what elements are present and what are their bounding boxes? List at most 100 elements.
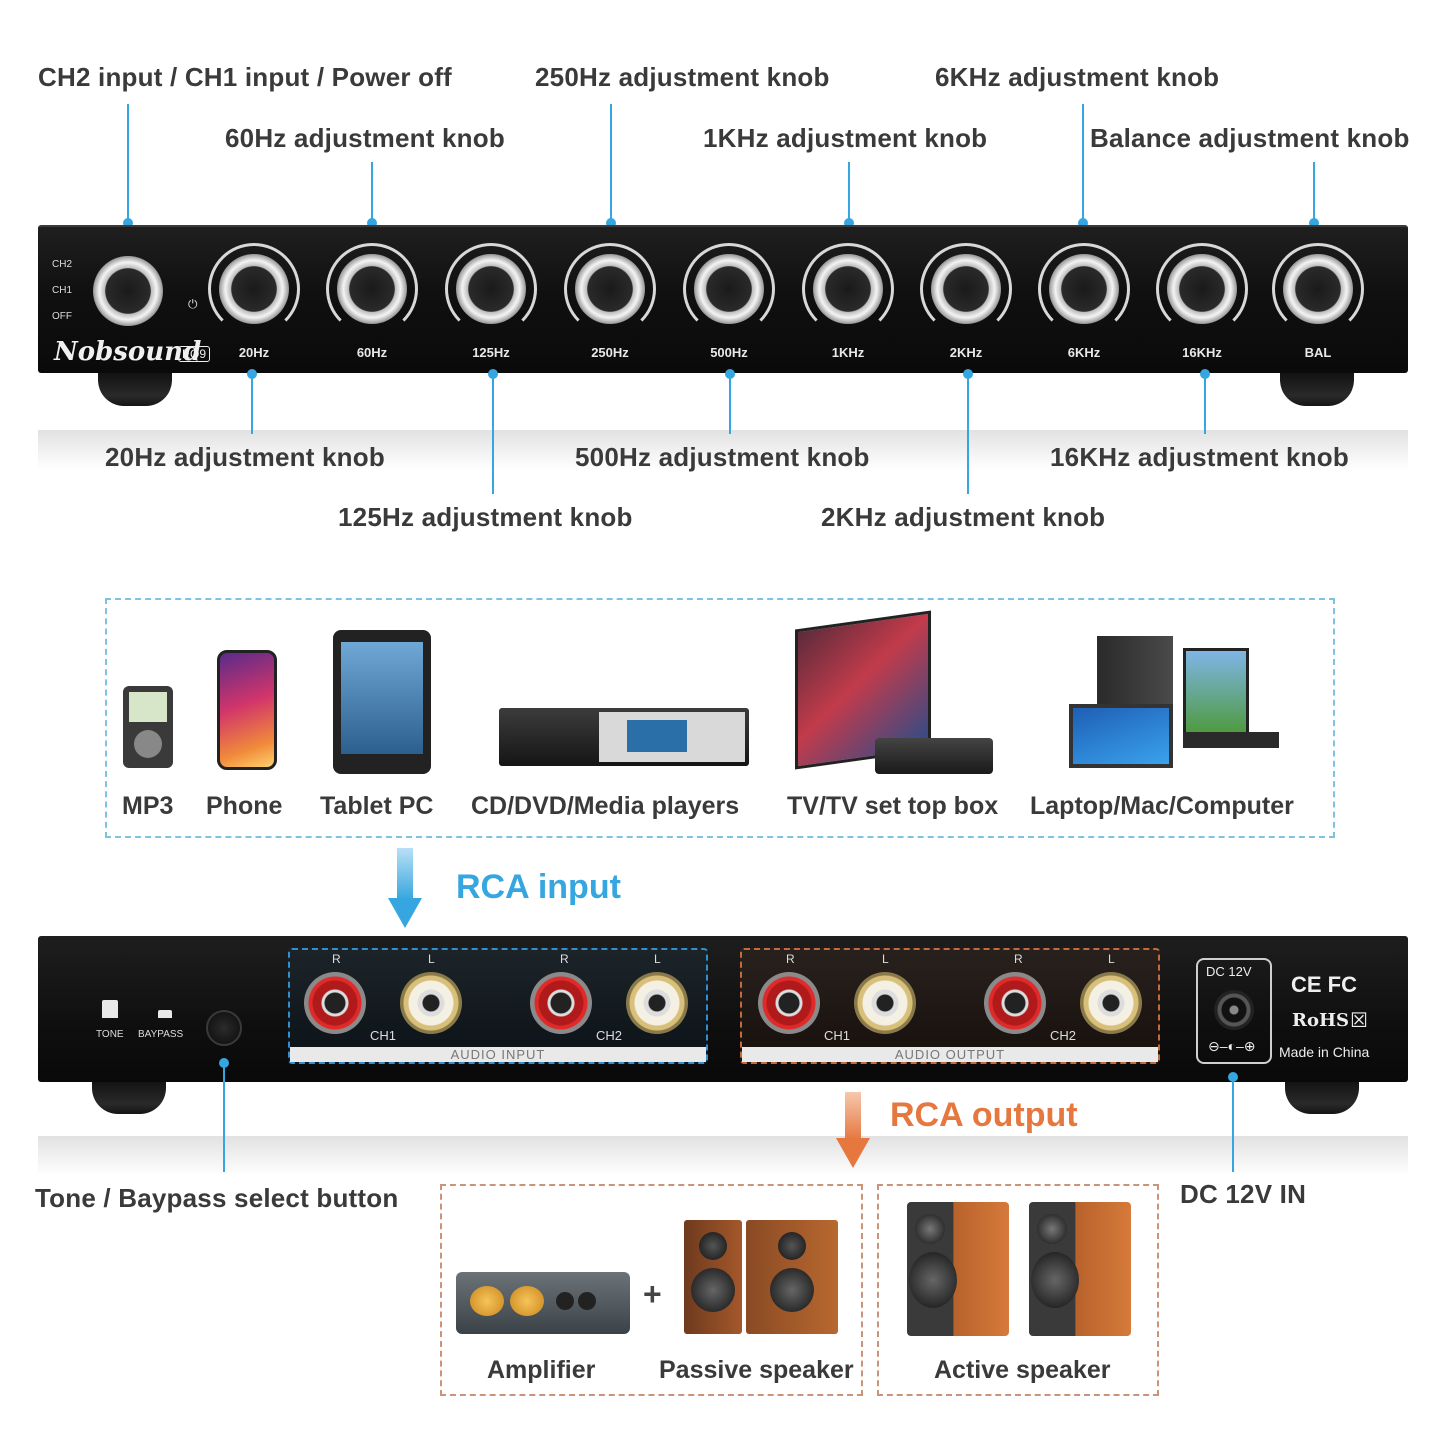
mp3-player-image	[123, 686, 173, 768]
source-label-computer: Laptop/Mac/Computer	[1030, 792, 1294, 820]
knob-label-500hz: 500Hz	[710, 345, 748, 360]
leader-dot	[367, 218, 377, 228]
leader-line	[223, 1064, 225, 1172]
audio-input-group: R L R L CH1 CH2 AUDIO INPUT	[288, 948, 708, 1064]
callout-500hz: 500Hz adjustment knob	[575, 442, 870, 472]
knob-label-1khz: 1KHz	[831, 345, 865, 360]
front-foot-right	[1280, 372, 1354, 406]
knob-scale	[1038, 243, 1130, 335]
audio-input-title: AUDIO INPUT	[290, 1047, 706, 1062]
callout-2khz: 2KHz adjustment knob	[821, 502, 1106, 532]
audio-output-title: AUDIO OUTPUT	[742, 1047, 1158, 1062]
rca-input-ch2-r[interactable]	[530, 972, 592, 1034]
leader-line	[371, 162, 373, 222]
label-r: R	[786, 952, 795, 966]
source-label-media-players: CD/DVD/Media players	[471, 792, 740, 820]
knob-1khz[interactable]	[802, 243, 894, 335]
callout-125hz: 125Hz adjustment knob	[338, 502, 633, 532]
passive-speaker-label: Passive speaker	[659, 1356, 854, 1384]
leader-dot	[219, 1058, 229, 1068]
baypass-label: BAYPASS	[138, 1029, 184, 1040]
source-label-tablet: Tablet PC	[320, 792, 434, 820]
amplifier-label: Amplifier	[487, 1356, 596, 1384]
label-r: R	[1014, 952, 1023, 966]
rca-output-label: RCA output	[890, 1096, 1078, 1134]
weee-bin-icon: ☒	[1350, 1010, 1368, 1032]
knob-125hz[interactable]	[445, 243, 537, 335]
rear-foot-right	[1285, 1080, 1359, 1114]
audio-output-group: R L R L CH1 CH2 AUDIO OUTPUT	[740, 948, 1160, 1064]
selector-label-off: OFF	[52, 311, 72, 322]
sources-box: MP3 Phone Tablet PC CD/DVD/Media players…	[105, 598, 1335, 838]
tone-baypass-button[interactable]	[206, 1010, 242, 1046]
knob-16khz[interactable]	[1156, 243, 1248, 335]
callout-1khz: 1KHz adjustment knob	[703, 123, 988, 153]
baypass-switch-icon	[158, 1010, 172, 1018]
knob-cap	[456, 254, 526, 324]
knob-6khz[interactable]	[1038, 243, 1130, 335]
rca-input-ch1-r[interactable]	[304, 972, 366, 1034]
leader-dot	[123, 218, 133, 228]
front-reflection	[38, 430, 1408, 470]
laptop-image	[1069, 704, 1173, 768]
rca-output-ch1-l[interactable]	[854, 972, 916, 1034]
knob-cap	[219, 254, 289, 324]
rca-output-ch1-r[interactable]	[758, 972, 820, 1034]
knob-cap	[93, 256, 163, 326]
source-label-phone: Phone	[206, 792, 283, 820]
media-player-image	[499, 708, 749, 766]
label-ch1: CH1	[824, 1028, 851, 1043]
knob-cap	[931, 254, 1001, 324]
knob-label-250hz: 250Hz	[591, 345, 629, 360]
knob-cap	[694, 254, 764, 324]
front-foot-left	[98, 372, 172, 406]
rca-output-ch2-r[interactable]	[984, 972, 1046, 1034]
knob-cap	[337, 254, 407, 324]
active-speaker-right-image	[1029, 1202, 1131, 1336]
active-output-box: Active speaker	[877, 1184, 1159, 1396]
knob-scale	[683, 243, 775, 335]
knob-balance[interactable]	[1272, 243, 1364, 335]
callout-250hz: 250Hz adjustment knob	[535, 62, 830, 92]
knob-cap	[813, 254, 883, 324]
leader-dot	[1309, 218, 1319, 228]
knob-label-60hz: 60Hz	[356, 345, 388, 360]
label-l: L	[882, 952, 889, 966]
selector-label-ch1: CH1	[52, 285, 73, 296]
ce-fc-mark-icon: CE FC	[1291, 972, 1357, 997]
set-top-box-image	[875, 738, 993, 774]
leader-line	[729, 374, 731, 434]
dc-power-jack[interactable]	[1214, 990, 1254, 1030]
brand-logo: Nobsound	[54, 337, 202, 367]
selector-label-ch2: CH2	[52, 259, 73, 270]
rohs-label: RoHS	[1292, 1010, 1349, 1031]
amplifier-image	[456, 1272, 630, 1334]
label-ch2: CH2	[596, 1028, 623, 1043]
knob-scale	[326, 243, 418, 335]
label-l: L	[654, 952, 661, 966]
knob-250hz[interactable]	[564, 243, 656, 335]
leader-line	[251, 374, 253, 434]
front-panel: CH2 CH1 OFF ⏻ Nobsound EQ9 20Hz 60Hz 125…	[38, 225, 1408, 373]
power-icon: ⏻	[188, 297, 198, 311]
tone-switch-icon	[102, 1000, 118, 1018]
knob-scale	[1156, 243, 1248, 335]
knob-500hz[interactable]	[683, 243, 775, 335]
knob-scale	[208, 243, 300, 335]
knob-cap	[1167, 254, 1237, 324]
knob-2khz[interactable]	[920, 243, 1012, 335]
rca-input-ch1-l[interactable]	[400, 972, 462, 1034]
knob-scale	[445, 243, 537, 335]
rca-output-ch2-l[interactable]	[1080, 972, 1142, 1034]
knob-60hz[interactable]	[326, 243, 418, 335]
callout-balance: Balance adjustment knob	[1090, 123, 1410, 153]
rca-input-ch2-l[interactable]	[626, 972, 688, 1034]
input-selector-knob[interactable]	[82, 245, 174, 337]
knob-20hz[interactable]	[208, 243, 300, 335]
rear-panel: TONE BAYPASS R L R L CH1 CH2 AUDIO INPUT…	[38, 936, 1408, 1082]
rear-foot-left	[92, 1080, 166, 1114]
leader-line	[610, 104, 612, 222]
model-badge: EQ9	[178, 346, 211, 362]
callout-input-power: CH2 input / CH1 input / Power off	[38, 62, 452, 92]
leader-line	[848, 162, 850, 222]
